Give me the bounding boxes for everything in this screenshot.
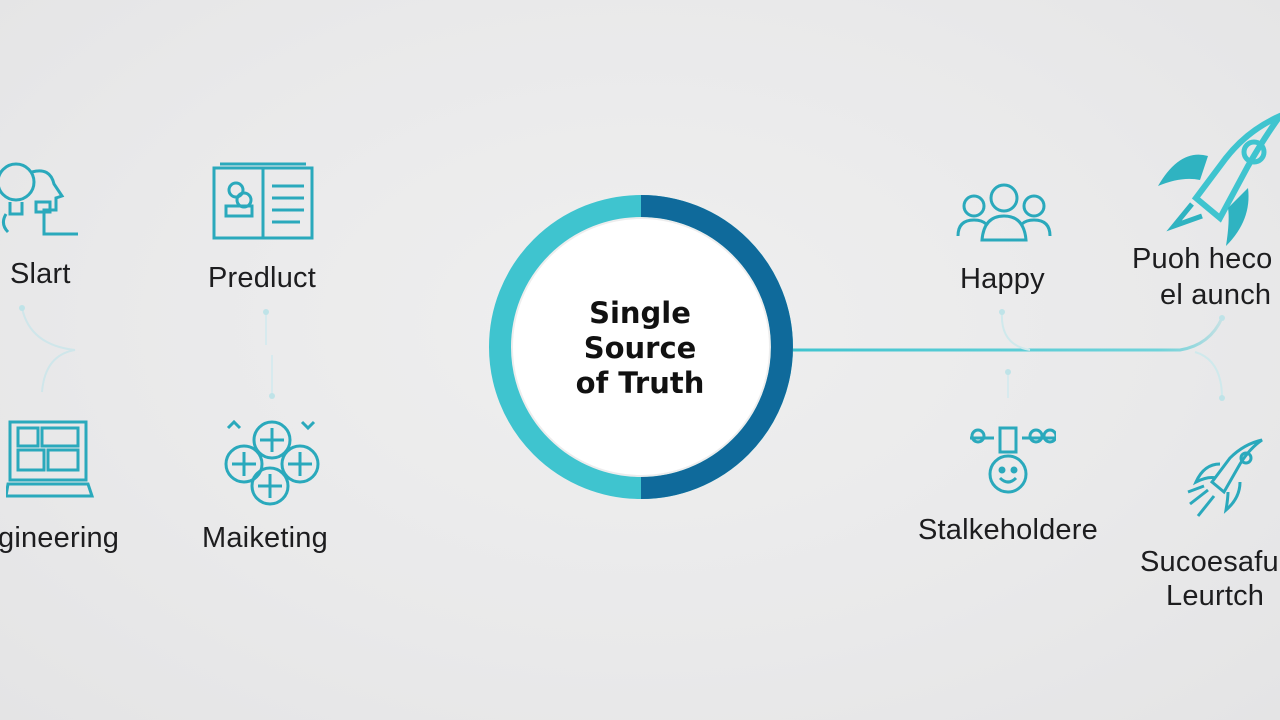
node-engineering-label: gineering (0, 522, 120, 554)
rocket-icon (1158, 112, 1280, 246)
lightbulb-person-icon (0, 162, 78, 236)
hub-ring (489, 195, 793, 499)
node-push-launch-line2: el aunch (1160, 279, 1272, 311)
engineering-screen-icon (6, 420, 95, 498)
left-branch-engineering (41, 349, 76, 393)
right-branch-happy (1000, 311, 1031, 351)
node-product-label: Predluct (208, 262, 316, 294)
marketing-network-icon (224, 419, 320, 506)
hub-line-3: of Truth (575, 366, 705, 400)
node-stakeholders-label: Stalkeholdere (918, 514, 1098, 546)
hub-title: Single Source of Truth (576, 296, 705, 401)
right-branch-launch (1194, 351, 1223, 399)
product-book-icon (212, 162, 314, 240)
right-main-line (790, 317, 1224, 352)
hub-line-1: Single (589, 296, 691, 330)
left-branch-start (21, 307, 76, 351)
people-group-icon (956, 183, 1052, 242)
node-successful-launch-line2: Leurtch (1166, 580, 1265, 612)
node-start-label: Slart (10, 258, 71, 290)
node-happy-label: Happy (960, 263, 1045, 295)
node-push-launch-line1: Puoh heco (1132, 243, 1273, 275)
node-marketing-label: Maiketing (202, 522, 328, 554)
node-successful-launch-line1: Sucoesafu (1140, 546, 1279, 578)
smiley-person-icon (970, 426, 1056, 494)
hub-line-2: Source (583, 331, 697, 365)
small-rocket-icon (1187, 438, 1263, 517)
